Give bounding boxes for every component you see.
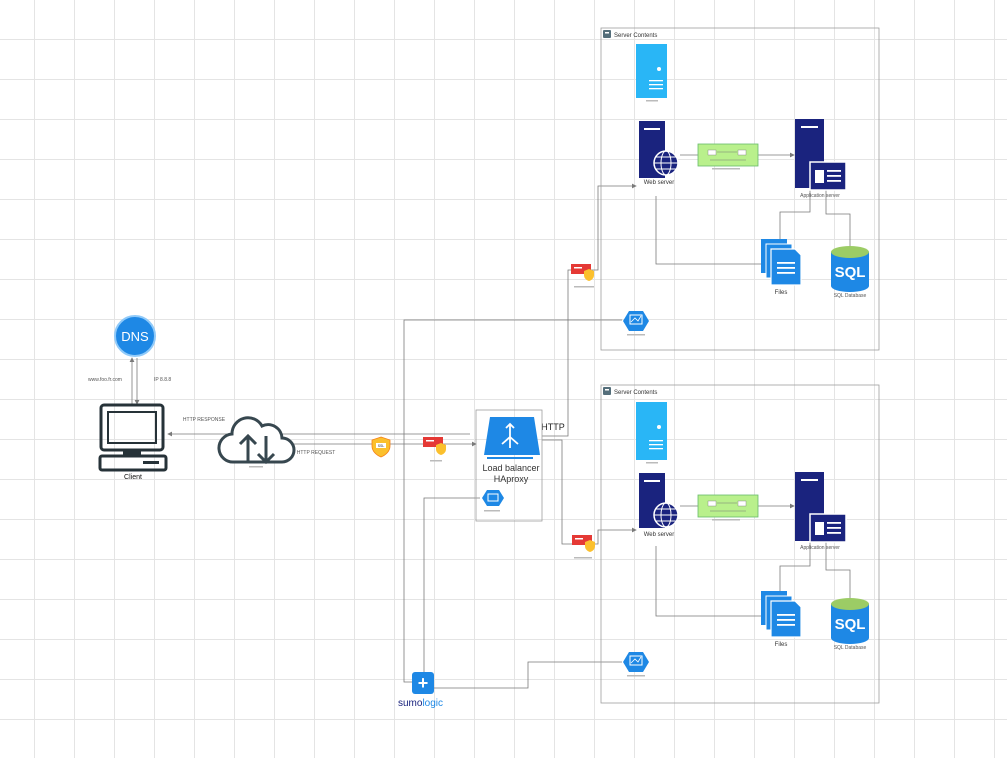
web-server-label: Web server (644, 180, 675, 186)
database-icon: SQL (831, 598, 869, 644)
dns-node[interactable]: DNS (114, 315, 156, 357)
load-balancer-icon (484, 417, 540, 459)
files-label: Files (775, 290, 788, 296)
load-balancer-title: Load balancer (482, 463, 539, 473)
server-group-frame (600, 27, 880, 351)
client-node[interactable]: Client (98, 403, 168, 481)
dns-ip-label: IP 8.8.8 (154, 377, 171, 383)
plus-icon (412, 672, 434, 694)
cache-server-1[interactable] (636, 44, 667, 102)
monitoring-1[interactable] (623, 311, 649, 336)
files-label: Files (775, 642, 788, 648)
app-server-label: Application server (800, 193, 840, 199)
ssl-shield-icon: SSL (371, 436, 391, 458)
message-queue-2[interactable] (697, 494, 759, 521)
app-server-2[interactable]: Application server (795, 472, 847, 551)
certificate-icon (423, 437, 446, 462)
sql-icon-text: SQL (835, 264, 866, 281)
monitoring-hex-icon (482, 490, 504, 512)
app-to-files-edge-2 (779, 542, 811, 592)
server-group-title: Server Contents (614, 390, 657, 396)
sumologic-label: sumologic (398, 698, 443, 709)
monitoring-hex-icon (623, 652, 649, 672)
sql-icon-text: SQL (835, 616, 866, 633)
dns-label: DNS (121, 329, 149, 344)
app-server-1[interactable]: Application server (795, 119, 847, 199)
web-to-files-edge-1 (655, 196, 762, 265)
message-queue-1[interactable] (697, 143, 759, 170)
files-2[interactable]: Files (761, 591, 802, 648)
sumologic-node[interactable]: + sumologic (398, 672, 443, 709)
computer-icon (98, 403, 168, 472)
server-group-title: Server Contents (614, 33, 657, 39)
http-label: HTTP (541, 422, 565, 432)
files-icon (761, 239, 802, 286)
files-icon (761, 591, 802, 638)
server-group-2: Server Contents (600, 384, 880, 704)
server-group-frame (600, 384, 880, 704)
app-to-files-edge-1 (779, 190, 811, 240)
app-server-label: Application server (800, 545, 840, 551)
load-balancer-frame (475, 409, 543, 522)
app-to-sql-edge-1 (825, 190, 851, 246)
load-balancer-subtitle: HAproxy (494, 474, 529, 484)
dns-icon (114, 315, 156, 357)
svg-text:+: + (418, 673, 429, 693)
dns-domain-label: www.foo.fr.com (88, 377, 122, 383)
web-server-1[interactable]: Web server (639, 121, 679, 186)
lb-to-server1-edge (542, 183, 637, 437)
queue-icon (697, 494, 759, 518)
sumo-to-lb-monitor-edge (423, 497, 480, 672)
app-to-sql-edge-2 (825, 542, 851, 598)
sql-database-label: SQL Database (834, 293, 867, 299)
http-request-label: HTTP REQUEST (297, 450, 336, 456)
certificate-icon (571, 264, 594, 288)
monitor1-to-sumo-edge (403, 319, 622, 683)
server-group-1: Server Contents (600, 27, 880, 351)
load-balancer-node[interactable]: Load balancer HAproxy (475, 409, 543, 522)
monitoring-2[interactable] (623, 652, 649, 677)
web-server-2[interactable]: Web server (639, 473, 679, 538)
client-label: Client (124, 474, 142, 481)
sql-database-2[interactable]: SQL SQL Database (831, 598, 869, 651)
queue-icon (697, 143, 759, 167)
server-tower-icon (636, 44, 667, 98)
sql-database-1[interactable]: SQL SQL Database (831, 246, 869, 299)
files-1[interactable]: Files (761, 239, 802, 296)
monitoring-hex-icon (623, 311, 649, 331)
monitor2-to-sumo-edge (434, 661, 622, 689)
web-to-files-edge-2 (655, 546, 762, 617)
cache-server-2[interactable] (636, 402, 667, 464)
web-server-label: Web server (644, 532, 675, 538)
ssl-badge-label: SSL (378, 444, 385, 448)
sql-database-label: SQL Database (834, 645, 867, 651)
http-response-label: HTTP RESPONSE (183, 417, 226, 423)
server-tower-icon (636, 402, 667, 460)
lb-to-server2-edge (542, 439, 637, 545)
server-group-icon (603, 30, 611, 38)
server-group-icon (603, 387, 611, 395)
certificate-icon (572, 535, 595, 559)
database-icon: SQL (831, 246, 869, 292)
cloud-upload-download-icon (217, 416, 296, 468)
